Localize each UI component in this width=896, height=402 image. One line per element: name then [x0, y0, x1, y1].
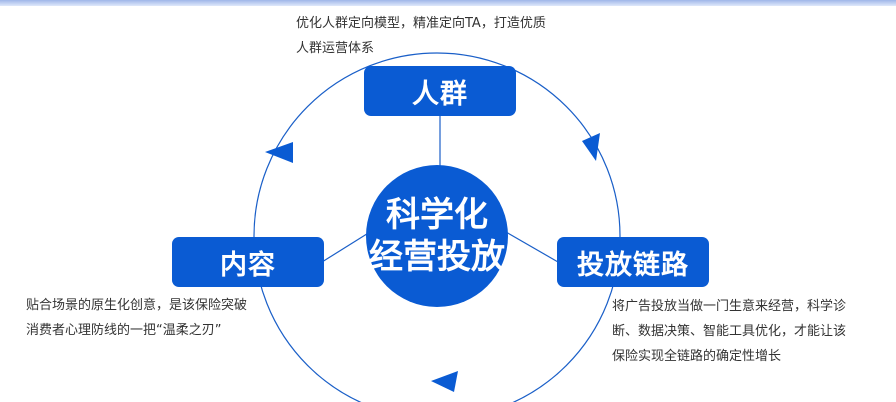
arrow-bottom	[431, 371, 458, 392]
desc-delivery-line-1: 将广告投放当做一门生意来经营，科学诊	[612, 299, 847, 314]
desc-content: 贴合场景的原生化创意，是该保险突破 消费者心理防线的一把“温柔之刃”	[26, 293, 247, 343]
desc-content-line-1: 贴合场景的原生化创意，是该保险突破	[26, 298, 248, 313]
cycle-ring	[253, 52, 621, 402]
desc-delivery-line-3: 保险实现全链路的确定性增长	[612, 349, 782, 364]
desc-delivery-chain: 将广告投放当做一门生意来经营，科学诊 断、数据决策、智能工具优化，才能让该 保险…	[612, 294, 846, 369]
center-line-2: 经营投放	[369, 237, 505, 277]
desc-content-line-2: 消费者心理防线的一把“温柔之刃”	[26, 323, 222, 338]
node-label-content: 内容	[220, 249, 276, 281]
node-box-crowd: 人群	[364, 66, 516, 116]
node-label-delivery-chain: 投放链路	[577, 249, 689, 281]
desc-crowd-line-2: 人群运营体系	[296, 41, 375, 56]
desc-delivery-line-2: 断、数据决策、智能工具优化，才能让该	[612, 324, 847, 339]
center-circle: 科学化 经营投放	[366, 165, 508, 307]
node-label-crowd: 人群	[412, 78, 468, 110]
arrow-top-left	[265, 142, 293, 163]
node-box-content: 内容	[172, 237, 324, 287]
center-line-1: 科学化	[386, 195, 488, 235]
top-accent-bar	[0, 0, 896, 6]
connector-right	[505, 231, 559, 263]
node-box-delivery-chain: 投放链路	[557, 237, 709, 287]
desc-crowd-line-1: 优化人群定向模型，精准定向TA，打造优质	[296, 16, 546, 31]
desc-crowd: 优化人群定向模型，精准定向TA，打造优质 人群运营体系	[296, 11, 546, 61]
arrow-top-right	[582, 133, 600, 161]
connector-left	[321, 231, 371, 263]
